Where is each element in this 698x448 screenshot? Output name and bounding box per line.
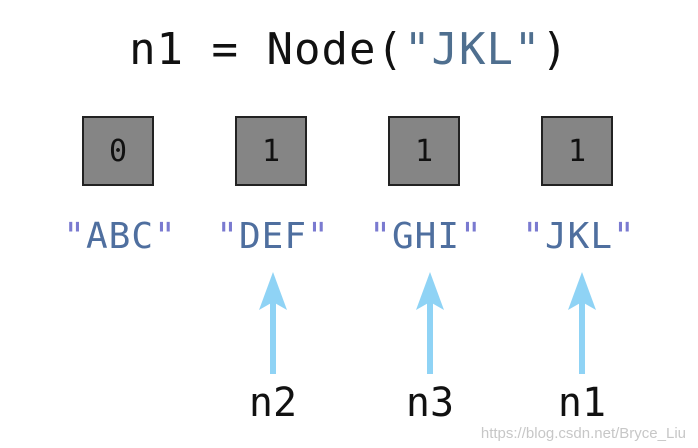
node-value-box: 0 <box>82 116 154 186</box>
node-2: 1 "GHI" <box>351 116 501 266</box>
node-0: 0 "ABC" <box>45 116 195 266</box>
node-value-box: 1 <box>235 116 307 186</box>
watermark: https://blog.csdn.net/Bryce_Liu <box>480 425 686 442</box>
node-3: 1 "JKL" <box>504 116 654 266</box>
node-label: "GHI" <box>369 216 483 257</box>
code-statement: n1 = Node("JKL") <box>0 24 698 75</box>
node-value-box: 1 <box>388 116 460 186</box>
node-label: "JKL" <box>522 216 636 257</box>
reference-n1: n1 <box>557 380 607 426</box>
node-1: 1 "DEF" <box>198 116 348 266</box>
reference-n2: n2 <box>248 380 298 426</box>
arrow-up-icon <box>568 272 596 374</box>
node-label: "DEF" <box>216 216 330 257</box>
code-prefix: n1 = Node( <box>129 24 404 75</box>
reference-n3: n3 <box>405 380 455 426</box>
arrow-up-icon <box>259 272 287 374</box>
node-value-box: 1 <box>541 116 613 186</box>
code-suffix: ) <box>541 24 569 75</box>
code-string-argument: "JKL" <box>403 24 542 75</box>
arrow-up-icon <box>416 272 444 374</box>
node-label: "ABC" <box>63 216 177 257</box>
